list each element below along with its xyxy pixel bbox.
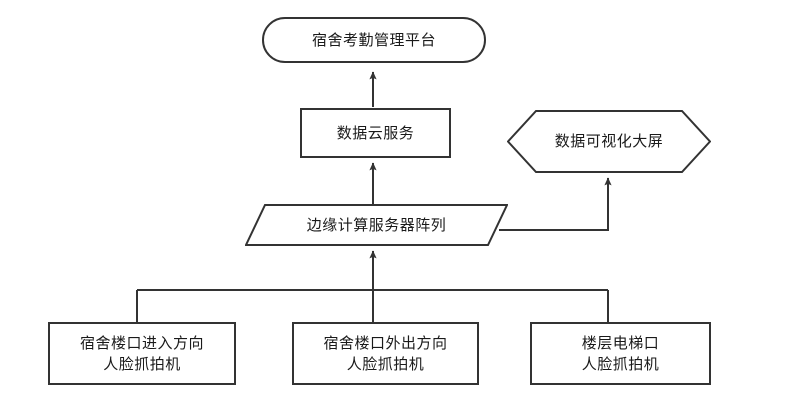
node-platform[interactable]: 宿舍考勤管理平台 xyxy=(262,17,486,63)
node-camera-exit[interactable]: 宿舍楼口外出方向 人脸抓拍机 xyxy=(292,322,479,385)
node-camera-entry[interactable]: 宿舍楼口进入方向 人脸抓拍机 xyxy=(48,322,236,385)
hexagon-shape xyxy=(507,110,711,173)
node-camera-exit-label: 宿舍楼口外出方向 人脸抓拍机 xyxy=(323,334,448,373)
node-platform-label: 宿舍考勤管理平台 xyxy=(311,30,436,49)
node-edge-server-array[interactable]: 边缘计算服务器阵列 xyxy=(245,204,508,246)
parallelogram-shape xyxy=(245,204,508,246)
node-cloud-service[interactable]: 数据云服务 xyxy=(300,108,451,158)
edge-edgeserver-to-visualscreen xyxy=(499,177,612,231)
node-camera-entry-label: 宿舍楼口进入方向 人脸抓拍机 xyxy=(79,334,204,373)
node-camera-elevator-label: 楼层电梯口 人脸抓拍机 xyxy=(581,334,660,373)
node-cloud-service-label: 数据云服务 xyxy=(336,123,415,142)
node-camera-elevator[interactable]: 楼层电梯口 人脸抓拍机 xyxy=(530,322,711,385)
node-visual-screen[interactable]: 数据可视化大屏 xyxy=(507,110,711,173)
